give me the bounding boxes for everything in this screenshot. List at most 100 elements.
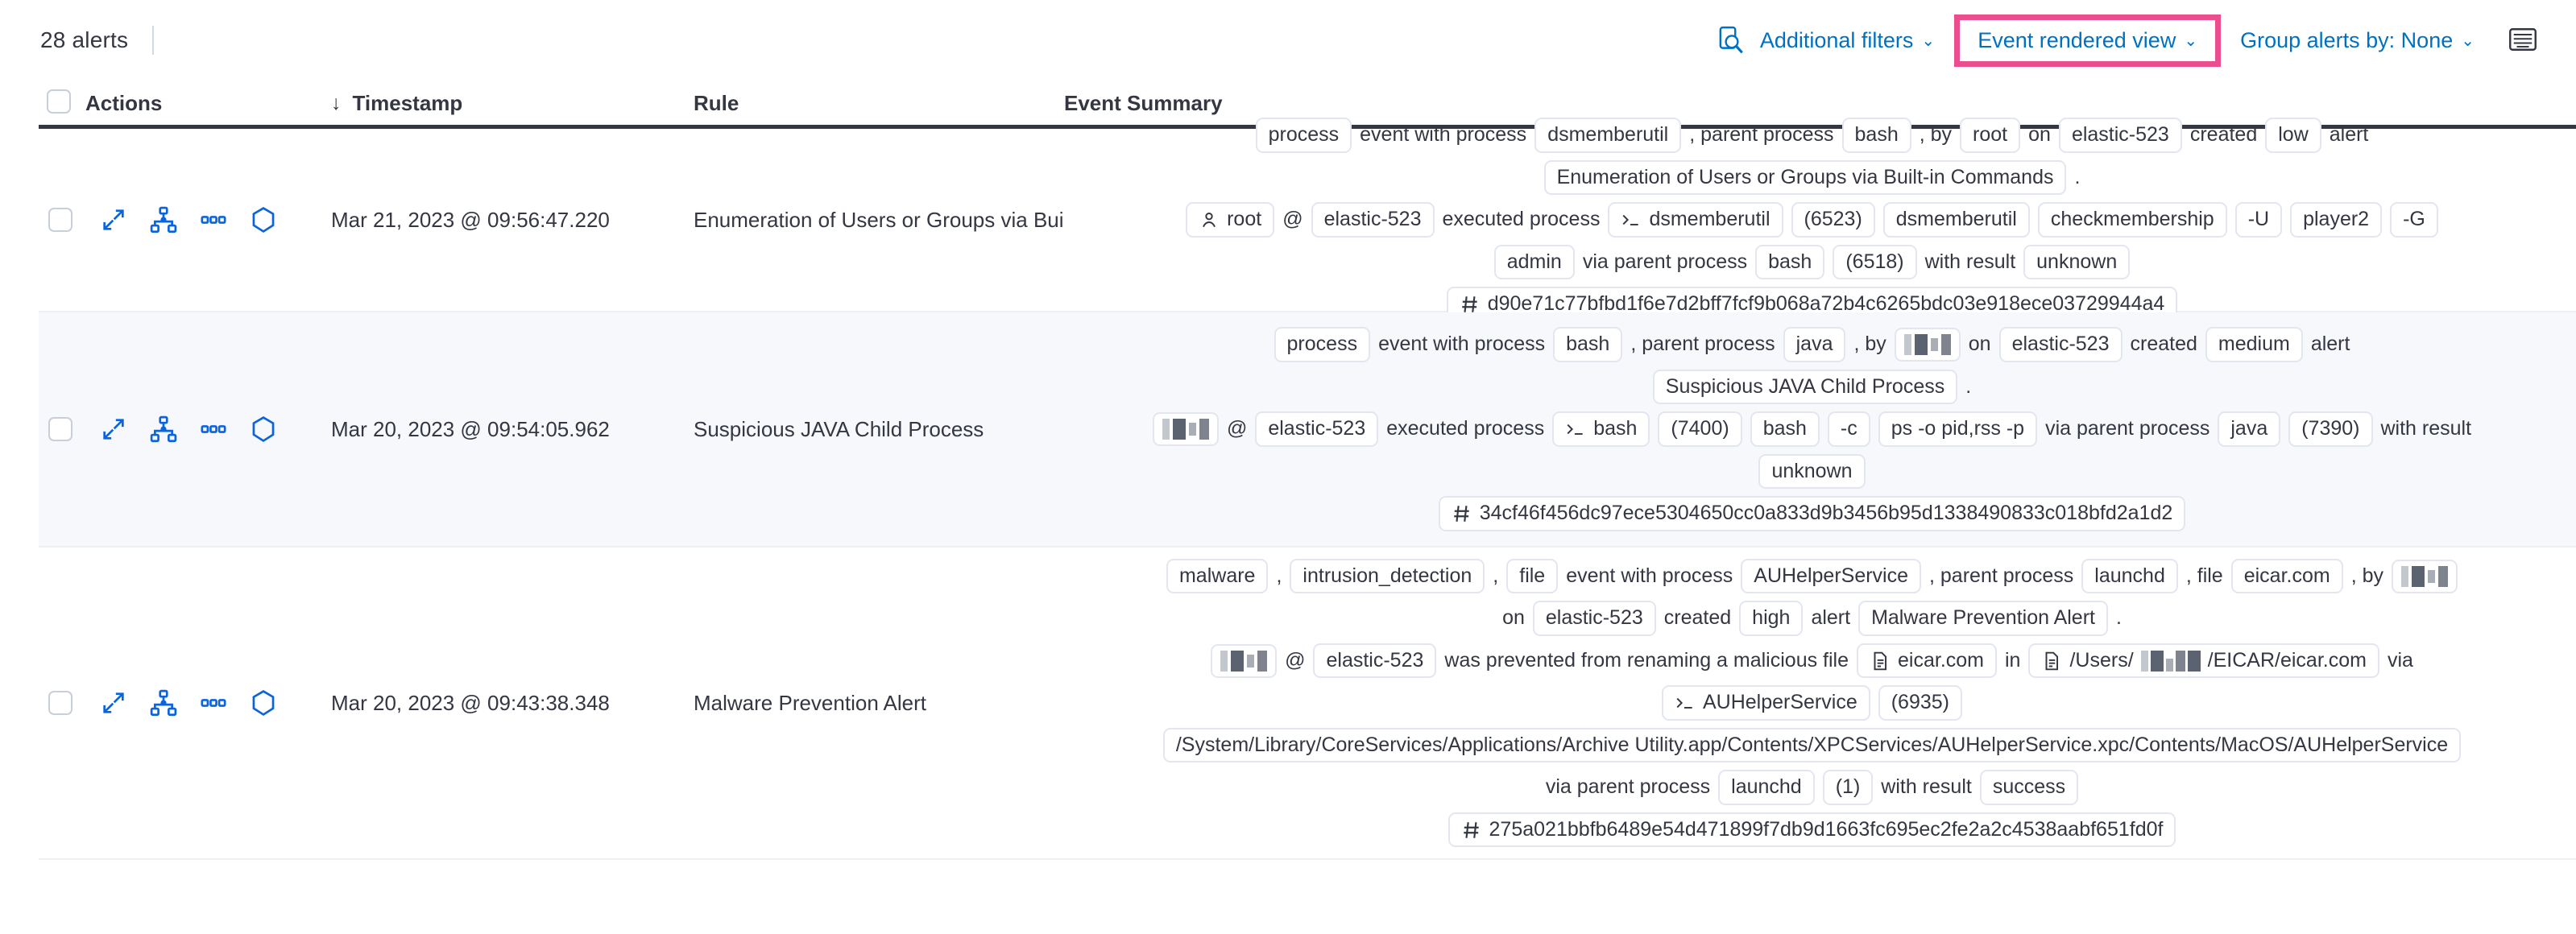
summary-badge[interactable]: Malware Prevention Alert: [1858, 601, 2108, 636]
summary-badge[interactable]: bash: [1841, 118, 1911, 153]
summary-badge[interactable]: -U: [2234, 202, 2283, 238]
summary-badge[interactable]: /System/Library/CoreServices/Application…: [1162, 727, 2462, 763]
summary-badge[interactable]: dsmemberutil: [1882, 202, 2030, 238]
summary-badge[interactable]: checkmembership: [2037, 202, 2227, 238]
event-summary-line: root @ elastic-523 executed process dsmember…: [1186, 202, 2438, 238]
row-rule-name[interactable]: Malware Prevention Alert: [694, 690, 927, 715]
inspect-icon[interactable]: [1718, 26, 1746, 55]
event-rendered-view-button[interactable]: Event rendered view ⌄: [1971, 27, 2204, 55]
summary-badge[interactable]: low: [2265, 118, 2321, 153]
summary-badge[interactable]: unknown: [1758, 453, 1866, 490]
summary-badge[interactable]: (6518): [1833, 244, 1917, 280]
summary-text: , parent process: [1689, 123, 1834, 147]
summary-badge[interactable]: elastic-523: [1313, 643, 1437, 679]
summary-badge[interactable]: java: [1783, 327, 1846, 362]
summary-badge[interactable]: player2: [2290, 202, 2383, 238]
summary-badge[interactable]: medium: [2205, 327, 2303, 362]
redacted-value: [1152, 412, 1219, 446]
more-actions-icon[interactable]: [200, 206, 227, 234]
summary-badge[interactable]: -c: [1827, 411, 1870, 447]
expand-icon[interactable]: [100, 206, 127, 234]
row-select-checkbox[interactable]: [48, 208, 72, 232]
summary-badge[interactable]: launchd: [1718, 770, 1815, 805]
row-select-checkbox[interactable]: [48, 417, 72, 441]
analyzer-icon[interactable]: [150, 415, 177, 443]
keyboard-icon[interactable]: [2508, 27, 2537, 53]
summary-badge[interactable]: (7390): [2288, 411, 2373, 447]
summary-badge[interactable]: malware: [1166, 558, 1269, 594]
summary-badge[interactable]: bash: [1553, 327, 1623, 362]
summary-badge[interactable]: file: [1506, 558, 1559, 594]
summary-badge-label: high: [1752, 606, 1791, 630]
summary-text: on: [1968, 333, 1991, 356]
summary-badge[interactable]: root: [1186, 202, 1275, 238]
summary-badge[interactable]: success: [1979, 770, 2079, 805]
summary-badge-label: success: [1992, 775, 2066, 799]
summary-badge[interactable]: intrusion_detection: [1290, 558, 1485, 594]
summary-badge-label: low: [2278, 123, 2309, 147]
summary-badge-label: (6523): [1804, 208, 1862, 231]
row-select-checkbox[interactable]: [48, 691, 72, 715]
summary-badge[interactable]: ps -o pid,rss -p: [1878, 411, 2038, 447]
summary-badge[interactable]: Suspicious JAVA Child Process: [1652, 369, 1958, 405]
redaction-block: [2412, 565, 2425, 587]
summary-badge[interactable]: root: [1960, 118, 2021, 153]
summary-badge[interactable]: admin: [1493, 244, 1575, 280]
summary-badge[interactable]: process: [1255, 118, 1352, 153]
summary-badge[interactable]: bash: [1755, 244, 1825, 280]
column-header-rule[interactable]: Rule: [694, 91, 1064, 116]
summary-badge[interactable]: high: [1739, 601, 1804, 636]
summary-badge[interactable]: java: [2218, 411, 2281, 447]
summary-badge[interactable]: dsmemberutil: [1534, 118, 1682, 153]
summary-badge[interactable]: (6523): [1791, 202, 1875, 238]
column-header-actions[interactable]: Actions: [85, 91, 331, 116]
analyzer-icon[interactable]: [150, 206, 177, 234]
column-header-timestamp[interactable]: ↓ Timestamp: [331, 91, 694, 116]
summary-badge[interactable]: eicar.com: [2230, 558, 2343, 594]
summary-badge[interactable]: AUHelperService: [1661, 685, 1870, 721]
session-view-icon[interactable]: [250, 206, 277, 234]
summary-badge[interactable]: 34cf46f456dc97ece5304650cc0a833d9b3456b9…: [1438, 496, 2186, 531]
more-actions-icon[interactable]: [200, 689, 227, 717]
summary-badge[interactable]: dsmemberutil: [1608, 202, 1783, 238]
summary-badge[interactable]: elastic-523: [1532, 601, 1656, 636]
summary-badge[interactable]: /Users//EICAR/eicar.com: [2028, 643, 2379, 679]
additional-filters-button[interactable]: Additional filters ⌄: [1746, 20, 1949, 61]
summary-badge[interactable]: elastic-523: [2058, 118, 2182, 153]
more-actions-icon[interactable]: [200, 415, 227, 443]
summary-badge[interactable]: process: [1274, 327, 1371, 362]
session-view-icon[interactable]: [250, 689, 277, 717]
expand-icon[interactable]: [100, 689, 127, 717]
expand-icon[interactable]: [100, 415, 127, 443]
summary-badge[interactable]: 275a021bbfb6489e54d471899f7db9d1663fc695…: [1447, 812, 2176, 848]
summary-badge[interactable]: (1): [1822, 770, 1874, 805]
select-all-checkbox[interactable]: [47, 89, 71, 114]
group-alerts-by-button[interactable]: Group alerts by: None ⌄: [2226, 20, 2489, 61]
summary-badge-label: d90e71c77bfbd1f6e7d2bff7fcf9b068a72b4c62…: [1487, 292, 2165, 316]
session-view-icon[interactable]: [250, 415, 277, 443]
summary-badge[interactable]: bash: [1750, 411, 1820, 447]
summary-badge[interactable]: bash: [1552, 411, 1650, 447]
summary-text: executed process: [1442, 208, 1601, 231]
summary-badge[interactable]: unknown: [2023, 244, 2131, 280]
summary-badge[interactable]: elastic-523: [1255, 411, 1379, 447]
summary-badge[interactable]: (6935): [1878, 685, 1962, 721]
summary-badge[interactable]: launchd: [2081, 558, 2178, 594]
row-rule-name[interactable]: Enumeration of Users or Groups via Bui: [694, 207, 1064, 232]
summary-badge-label: AUHelperService: [1702, 691, 1857, 714]
summary-badge[interactable]: eicar.com: [1857, 643, 1997, 679]
summary-badge[interactable]: elastic-523: [1311, 202, 1435, 238]
column-header-event-summary[interactable]: Event Summary: [1064, 91, 2576, 116]
summary-text: @: [1282, 208, 1303, 231]
summary-badge[interactable]: -G: [2390, 202, 2438, 238]
summary-badge[interactable]: Enumeration of Users or Groups via Built…: [1543, 159, 2067, 196]
summary-badge[interactable]: elastic-523: [1998, 327, 2123, 362]
analyzer-icon[interactable]: [150, 689, 177, 717]
summary-badge[interactable]: (7400): [1658, 411, 1742, 447]
summary-badge[interactable]: AUHelperService: [1741, 558, 1922, 594]
row-rule-name[interactable]: Suspicious JAVA Child Process: [694, 416, 984, 441]
